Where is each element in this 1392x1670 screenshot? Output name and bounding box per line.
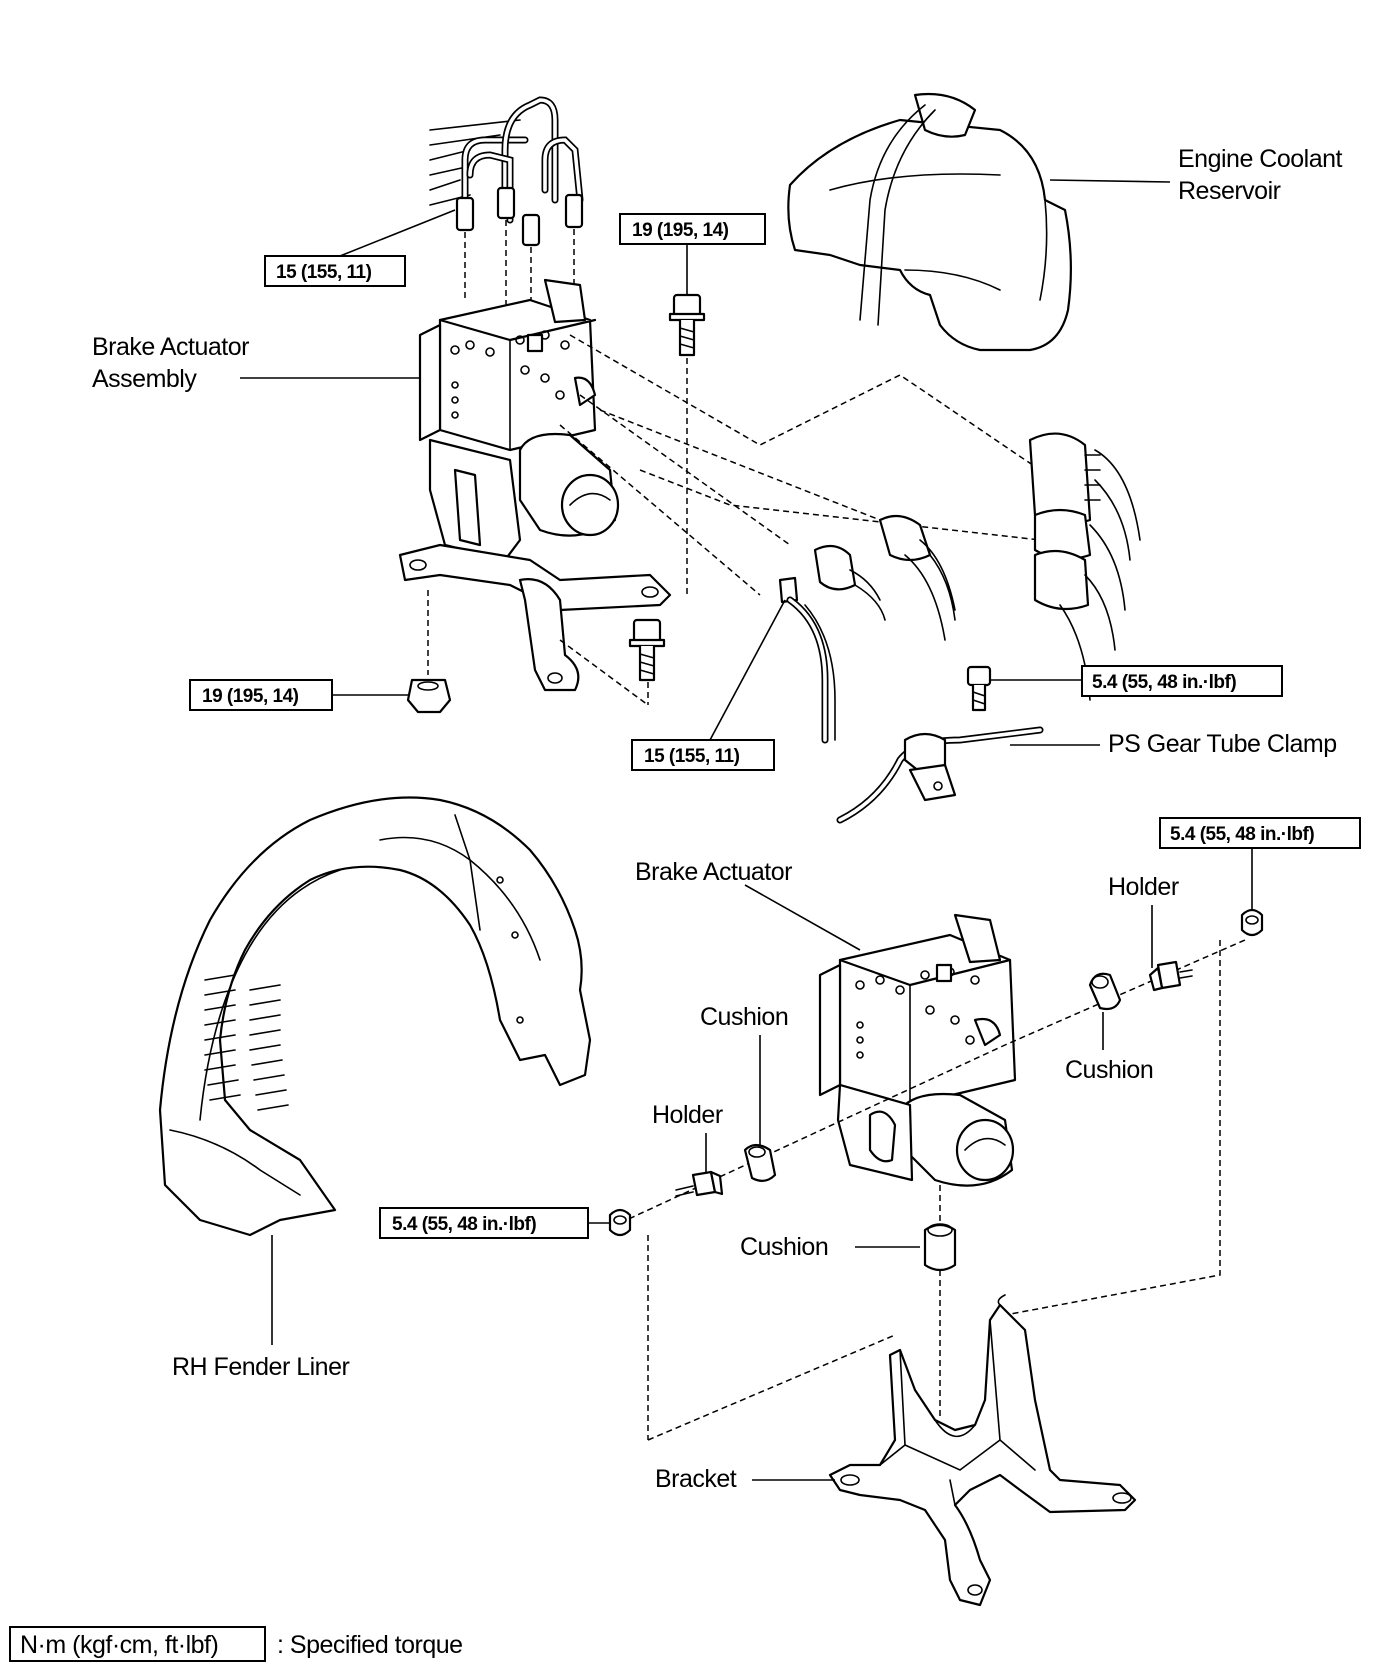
legend-description: : Specified torque [277, 1631, 463, 1659]
bracket-label: Bracket [655, 1465, 737, 1493]
torque-clamp-bolt: 5.4 (55, 48 in.·lbf) [990, 665, 1283, 697]
engine-coolant-reservoir-label-2: Reservoir [1178, 177, 1281, 205]
cushion-left [743, 1143, 777, 1182]
torque-brake-lines-upper: 15 (155, 11) [264, 209, 456, 287]
brake-lines [429, 96, 584, 247]
fender-liner-slots [204, 974, 289, 1111]
engine-coolant-reservoir-leader [1049, 179, 1171, 183]
svg-text:5.4 (55, 48 in.·lbf): 5.4 (55, 48 in.·lbf) [392, 1214, 536, 1235]
nut-right [1240, 908, 1264, 937]
wiring-connectors [778, 432, 1141, 744]
ps-gear-tube-clamp [836, 665, 1044, 824]
engine-coolant-reservoir-label-1: Engine Coolant [1178, 145, 1343, 173]
holder-right [1148, 960, 1193, 992]
torque-nut-lower-left: 19 (195, 14) [189, 679, 408, 711]
cushion-right [1088, 972, 1122, 1011]
brake-actuator-label: Brake Actuator [635, 858, 792, 886]
cushion-right-label: Cushion [1065, 1056, 1153, 1084]
holder-left [675, 1170, 724, 1197]
bracket [828, 1294, 1137, 1607]
svg-text:19 (195, 14): 19 (195, 14) [202, 686, 299, 707]
torque-nut-left: 5.4 (55, 48 in.·lbf) [379, 1207, 610, 1239]
svg-text:19 (195, 14): 19 (195, 14) [632, 220, 729, 241]
svg-text:5.4 (55, 48 in.·lbf): 5.4 (55, 48 in.·lbf) [1092, 672, 1236, 693]
rh-fender-liner-label: RH Fender Liner [172, 1353, 349, 1381]
upper-bolt [668, 293, 706, 357]
brake-actuator [818, 913, 1017, 1187]
torque-bolt-upper: 19 (195, 14) [619, 213, 766, 294]
svg-text:15 (155, 11): 15 (155, 11) [644, 746, 740, 767]
holder-right-label: Holder [1108, 873, 1179, 901]
cushion-bottom [923, 1223, 957, 1272]
brake-actuator-assembly [398, 278, 672, 692]
rh-fender-liner [158, 796, 592, 1237]
holder-left-label: Holder [652, 1101, 723, 1129]
brake-actuator-assembly-label-2: Assembly [92, 365, 197, 393]
ps-gear-tube-clamp-label: PS Gear Tube Clamp [1108, 730, 1337, 758]
legend-unit-box: N·m (kgf·cm, ft·lbf) [20, 1631, 218, 1659]
torque-nut-right: 5.4 (55, 48 in.·lbf) [1159, 817, 1361, 910]
cushion-left-label: Cushion [700, 1003, 788, 1031]
torque-legend: N·m (kgf·cm, ft·lbf) : Specified torque [9, 1626, 463, 1662]
torque-brake-line-lower: 15 (155, 11) [631, 599, 786, 771]
cushion-bottom-label: Cushion [740, 1233, 828, 1261]
brake-actuator-assembly-label-1: Brake Actuator [92, 333, 249, 361]
lower-bolt [628, 618, 666, 682]
nut-left [608, 1208, 632, 1237]
svg-text:5.4 (55, 48 in.·lbf): 5.4 (55, 48 in.·lbf) [1170, 824, 1314, 845]
brake-actuator-leader [744, 884, 861, 951]
svg-text:15 (155, 11): 15 (155, 11) [276, 262, 372, 283]
nut-lower-left [406, 678, 452, 714]
engine-coolant-reservoir [787, 92, 1072, 352]
